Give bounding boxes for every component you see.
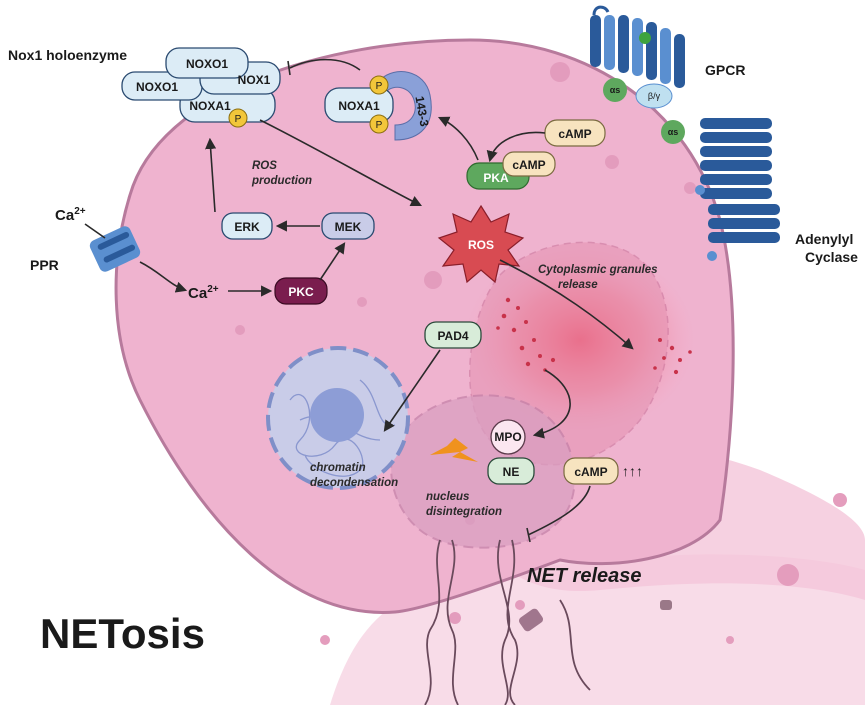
ros-production-label-2: production [251,175,312,187]
pad4-node: PAD4 [424,321,482,349]
nox1-holoenzyme-label: Nox1 holoenzyme [8,47,127,63]
granules-label-2: release [558,279,598,291]
nucleus-disintegration-label-1: nucleus [426,491,469,503]
arrow-pkc-to-mek [319,242,346,281]
ne-node: NE [487,457,535,485]
ppr-channel [89,226,141,272]
nucleus [266,346,410,490]
ppr-label: PPR [30,257,59,273]
mek-node: MEK [321,212,375,240]
pkc-node: PKC [274,277,328,305]
protein-143-3-label: 143-3 [412,95,431,128]
ca-influx-line [84,223,106,239]
ca-outer-label: Ca2+ [55,206,86,224]
net-dot [320,635,330,645]
noxo1-left-label: NOXO1 [136,80,178,94]
svg-text:PKA: PKA [483,171,509,185]
svg-text:ERK: ERK [234,220,260,234]
arrow-granules-to-mpo [532,369,571,439]
camp-low-node: cAMP [563,457,619,485]
chromatin-label-1: chromatin [310,462,366,474]
camp-top-node: cAMP [544,119,606,147]
arrow-camp-inhibit-net [527,485,591,536]
svg-text:MEK: MEK [335,220,362,234]
alpha-s-label-2: αs [668,127,679,137]
svg-text:MPO: MPO [494,430,521,444]
phospho-label-3: P [376,120,383,131]
arrow-ros-to-granules [499,259,634,350]
granules-label-1: Cytoplasmic granules [538,264,658,276]
nox1-label: NOX1 [238,73,271,87]
adenylyl-label: Adenylyl [795,231,853,247]
arrow-pka-to-noxa1 [437,116,479,161]
gpcr-receptor [590,5,685,88]
pka-node: PKA cAMP [466,151,556,190]
chromatin-label-2: decondensation [310,477,398,489]
adenylyl-cyclase [695,118,780,261]
svg-text:ROS: ROS [468,238,494,252]
granule-dots [496,297,692,375]
arrow-pad4-to-chromatin [383,349,441,432]
arrow-inhibit-bar-2 [526,527,531,543]
gpcr-label: GPCR [705,62,745,78]
svg-text:cAMP: cAMP [558,127,591,141]
arrow-nox-to-ros [259,119,423,207]
nox1-complex: NOXO1 NOXO1 NOX1 NOXA1 P [121,47,281,128]
net-dot [777,564,799,586]
netosis-title: NETosis [40,610,205,657]
beta-gamma-label: β/γ [648,91,661,101]
erk-node: ERK [221,212,273,240]
arrow-ppr-to-ca [139,261,188,293]
net-dot [726,636,734,644]
arrow-inhibit-noxa1 [289,58,361,71]
svg-text:PAD4: PAD4 [437,329,468,343]
phospho-label-1: P [235,114,242,125]
noxa1-143-3-complex: NOXA1 143-3 P P [324,71,432,141]
cyclase-label: Cyclase [805,249,858,265]
svg-text:cAMP: cAMP [512,158,545,172]
pathway-arrows [84,58,634,543]
net-release-label: NET release [527,565,642,587]
camp-increase-arrows: ↑↑↑ [622,463,643,479]
net-dot [833,493,847,507]
svg-text:PKC: PKC [288,285,314,299]
ca-inner-label: Ca2+ [188,284,219,302]
arrow-erk-to-nox [205,137,217,213]
arrow-inhibit-bar [287,60,291,76]
nucleosome [518,600,672,632]
g-protein-alpha: αs [603,78,627,102]
nucleus-lobe [390,394,576,549]
g-protein-beta-gamma: β/γ [635,83,673,109]
phospho-label-2: P [376,81,383,92]
ros-production-label-1: ROS [252,160,277,172]
svg-text:NE: NE [503,465,520,479]
lightning-icon [430,438,478,462]
noxo1-top-label: NOXO1 [186,57,228,71]
net-dna-strands [424,539,591,705]
noxa1-complex-label: NOXA1 [189,99,231,113]
nucleus-disintegration-label-2: disintegration [426,506,502,518]
alpha-s-label: αs [610,85,621,95]
mpo-node: MPO [490,419,526,455]
noxa1-free-label: NOXA1 [338,99,380,113]
arrow-camp-to-pka [486,131,546,163]
svg-text:cAMP: cAMP [574,465,607,479]
ros-burst: ROS [437,204,525,284]
g-protein-alpha-2: αs [661,120,685,144]
